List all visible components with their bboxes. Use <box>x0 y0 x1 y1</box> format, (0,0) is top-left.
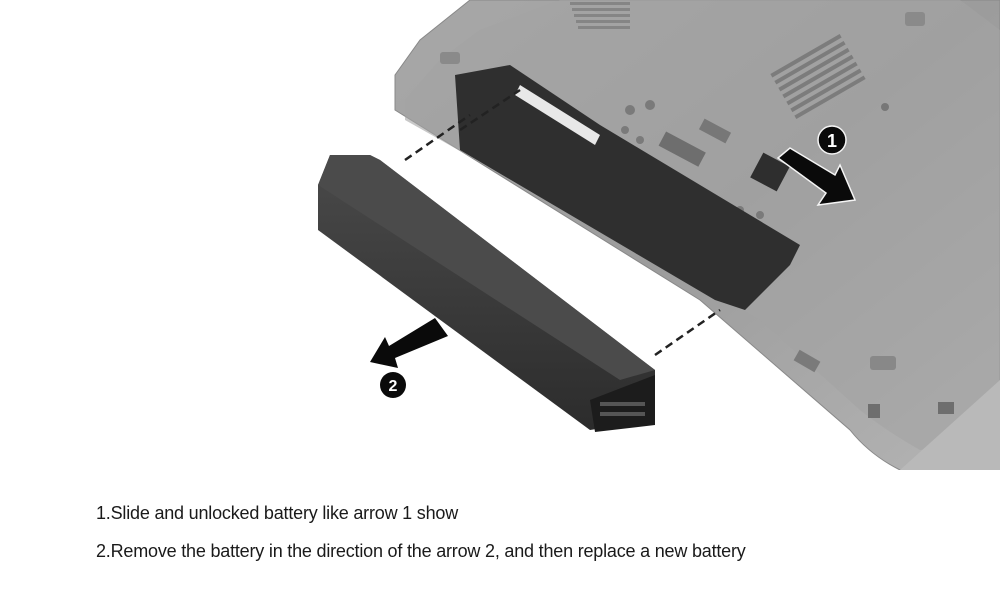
battery-removal-illustration: 1 2 <box>318 0 1000 471</box>
instruction-step-2: 2.Remove the battery in the direction of… <box>96 541 746 561</box>
callout-1: 1 <box>776 125 857 206</box>
svg-text:1: 1 <box>827 131 837 151</box>
svg-text:2: 2 <box>389 378 398 395</box>
battery-bay <box>455 65 800 310</box>
callout-2: 2 <box>370 318 448 398</box>
instruction-step-1: 1.Slide and unlocked battery like arrow … <box>96 503 459 523</box>
guide-lines <box>404 88 721 357</box>
battery <box>318 155 655 432</box>
